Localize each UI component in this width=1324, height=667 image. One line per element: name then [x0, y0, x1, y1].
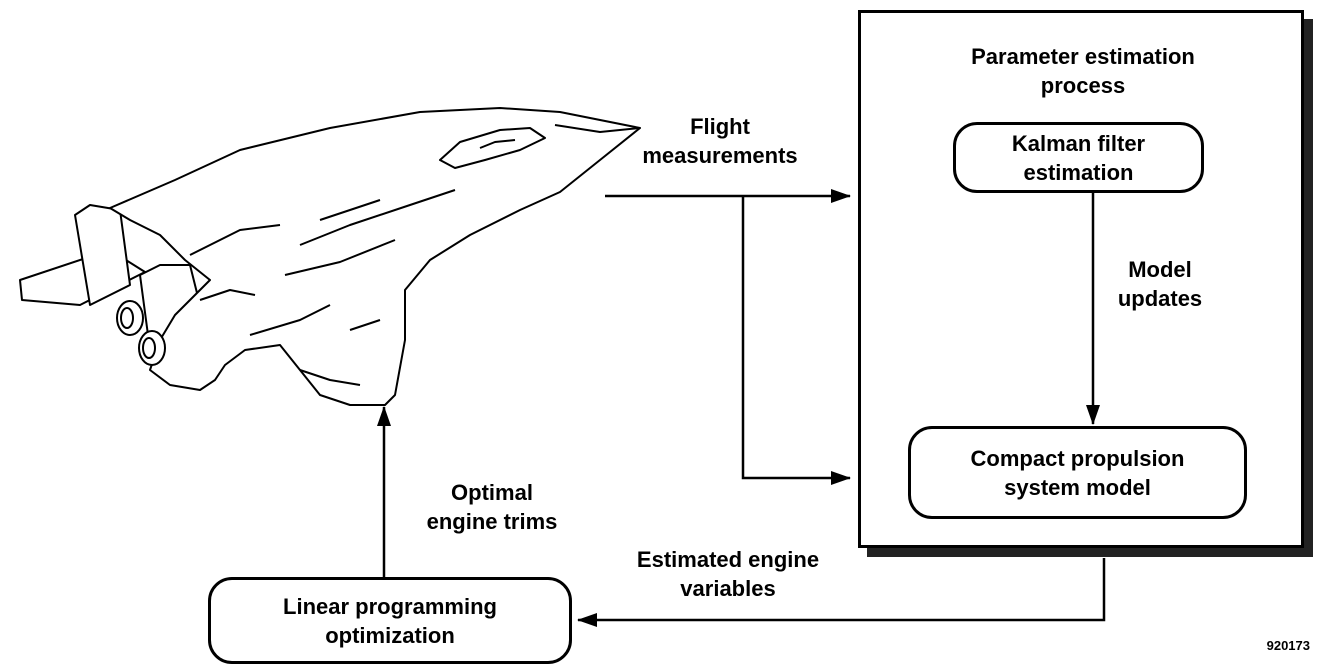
flight-measurements-label: Flight measurements	[642, 114, 798, 168]
estimated-engine-variables-label: Estimated engine variables	[636, 547, 820, 601]
compact-propulsion-label: Compact propulsion system model	[970, 445, 1185, 500]
flight-measurements-arrow	[605, 189, 851, 485]
linear-programming-label: Linear programming optimization	[283, 593, 497, 648]
kalman-filter-label: Kalman filter estimation	[1011, 130, 1146, 185]
linear-programming-box: Linear programming optimization	[208, 577, 572, 664]
fighter-jet-icon	[19, 107, 641, 406]
estimated-variables-arrow	[577, 558, 1106, 627]
kalman-filter-box: Kalman filter estimation	[953, 122, 1204, 193]
figure-id: 920173	[1266, 638, 1310, 653]
panel-title: Parameter estimation process	[971, 44, 1195, 98]
model-updates-label: Model updates	[1117, 257, 1203, 311]
optimal-engine-trims-label: Optimal engine trims	[426, 480, 558, 534]
compact-propulsion-box: Compact propulsion system model	[908, 426, 1247, 519]
